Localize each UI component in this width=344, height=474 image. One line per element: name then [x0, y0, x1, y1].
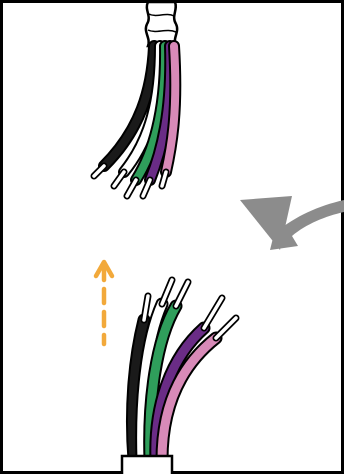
- top-wire-black: [90, 40, 160, 180]
- top-cable-jacket-texture: [147, 13, 177, 33]
- up-arrow-dashed-icon: [93, 259, 115, 347]
- bottom-cable-jacket: [120, 454, 174, 474]
- top-wire-pink: [158, 40, 182, 190]
- bottom-wire-white: [135, 276, 176, 467]
- bottom-wire-purple: [149, 294, 226, 467]
- top-cable-jacket: [144, 0, 179, 48]
- bottom-cable: [120, 276, 240, 474]
- top-cable: [90, 0, 182, 200]
- curved-arrow-icon: [240, 196, 344, 250]
- bottom-wire-pink: [155, 314, 240, 467]
- bottom-wire-black: [125, 292, 152, 467]
